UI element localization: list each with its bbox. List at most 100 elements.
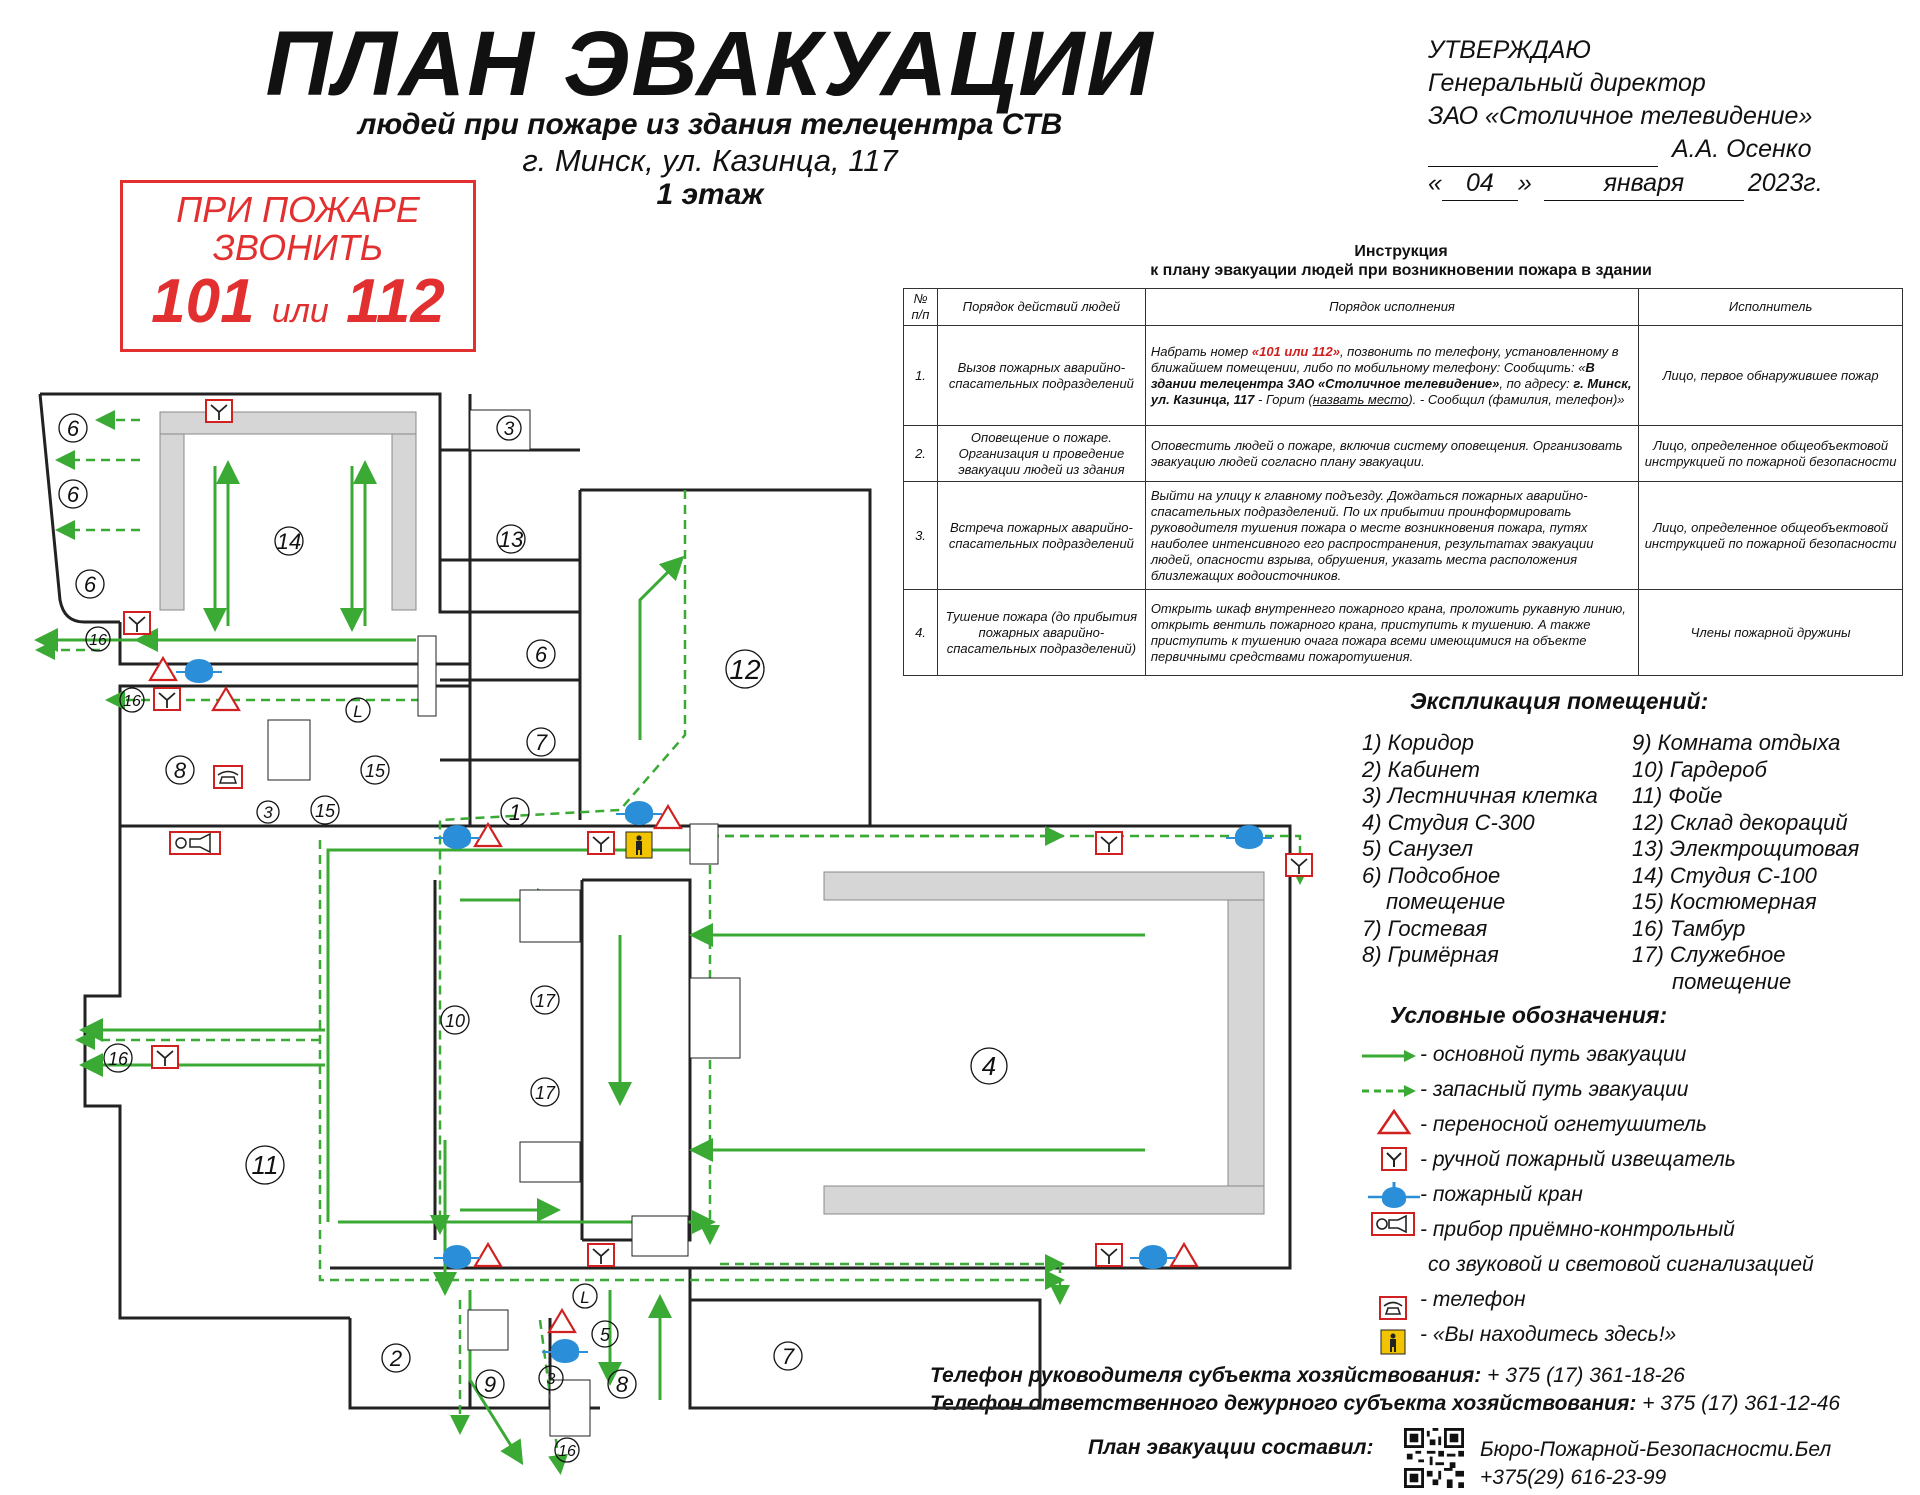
room-label: 10 <box>445 1011 465 1031</box>
room-labels: 6 6 6 14 3 13 16 6 12 16 7 8 15 3 15 1 1… <box>58 413 1008 1463</box>
exec-text: , по адресу: <box>1499 375 1574 391</box>
approval-block: УТВЕРЖДАЮ Генеральный директор ЗАО «Стол… <box>1428 34 1868 201</box>
table-header: Порядок исполнения <box>1144 288 1640 326</box>
control-panel-plan-icon <box>169 831 221 855</box>
fire-alarm-marks <box>128 404 1308 1264</box>
exec-text: , позвонить по телефону, установленному … <box>1150 343 1619 375</box>
list-item: 6) Подсобное <box>1362 862 1501 888</box>
room-label: 16 <box>108 1049 129 1069</box>
date-year: 2023г. <box>1747 169 1823 197</box>
room-label: 8 <box>616 1372 629 1397</box>
legend-list: - основной путь эвакуации - запасный пут… <box>1420 1042 1814 1357</box>
fire-number-101: 101 <box>151 267 255 336</box>
approval-line2: Генеральный директор <box>1428 69 1706 97</box>
room-label: 17 <box>535 991 556 1011</box>
table-row: 1. Вызов пожарных аварийно-спасательных … <box>903 325 1903 426</box>
list-item: 1) Коридор <box>1362 730 1474 755</box>
instruction-title-line1: Инструкция <box>1354 243 1448 260</box>
exec-text: Набрать номер <box>1150 343 1252 359</box>
date-quote-open: « <box>1428 169 1442 197</box>
list-item: 10) Гардероб <box>1632 756 1767 782</box>
main-route-icon <box>1362 1050 1416 1062</box>
legend-spare-route: - запасный путь эвакуации <box>1420 1078 1689 1101</box>
room-label: 2 <box>389 1346 402 1371</box>
plan-floor: 1 этаж <box>656 178 764 211</box>
legend-main-route: - основной путь эвакуации <box>1420 1043 1687 1066</box>
legend-telephone: - телефон <box>1420 1288 1526 1311</box>
date-month: января <box>1543 167 1744 201</box>
exec-building: В здании телецентра ЗАО «Столичное телев… <box>1150 359 1595 391</box>
legend-extinguisher: - переносной огнетушитель <box>1420 1113 1707 1136</box>
room-label: L <box>353 702 362 721</box>
signature-blank <box>1428 133 1658 167</box>
legend-title: Условные обозначения: <box>1390 1002 1668 1028</box>
fire-notice-line1: ПРИ ПОЖАРЕ <box>176 189 420 230</box>
row-performer: Лицо, определенное общеобъектовой инстру… <box>1638 481 1903 590</box>
extinguisher-icons <box>148 655 1199 1334</box>
list-item: помещение <box>1386 889 1506 914</box>
explication-title: Экспликация помещений: <box>1410 688 1709 714</box>
fire-hydrant-icons <box>176 659 1272 1363</box>
bureau-phone: +375(29) 616-23-99 <box>1480 1466 1667 1489</box>
instruction-title-line2: к плану эвакуации людей при возникновени… <box>1150 262 1652 279</box>
fire-or: или <box>271 292 329 330</box>
exec-emergency-number: «101 или 112» <box>1251 343 1340 359</box>
legend-hydrant: - пожарный кран <box>1420 1183 1583 1206</box>
room-label: 13 <box>499 527 524 552</box>
list-item: помещение <box>1672 968 1792 994</box>
room-label: 6 <box>535 642 548 667</box>
room-label: 7 <box>535 730 548 755</box>
row-action: Вызов пожарных аварийно-спасательных под… <box>936 325 1146 426</box>
row-performer: Лицо, первое обнаружившее пожар <box>1638 325 1903 426</box>
room-label: 8 <box>174 758 187 783</box>
head-phone-number: + 375 (17) 361-18-26 <box>1481 1364 1685 1387</box>
room-label: 6 <box>84 572 97 597</box>
exec-text: - Горит ( <box>1254 391 1313 407</box>
list-item: 11) Фойе <box>1632 783 1723 808</box>
room-label: 6 <box>67 482 80 507</box>
row-action: Оповещение о пожаре. Организация и прове… <box>936 425 1146 482</box>
row-action: Встреча пожарных аварийно-спасательных п… <box>936 481 1146 590</box>
list-item: 14) Студия С-100 <box>1632 862 1817 888</box>
fire-hydrant-icon <box>1368 1182 1420 1208</box>
fire-numbers: 101 или 112 <box>123 267 473 346</box>
room-label: L <box>580 1288 589 1307</box>
legend-alarm: - ручной пожарный извещатель <box>1420 1148 1736 1171</box>
list-item: 5) Санузел <box>1362 836 1474 861</box>
control-panel-icon <box>1371 1212 1415 1236</box>
legend-panel: - прибор приёмно-контрольный <box>1420 1218 1735 1241</box>
table-row: 3. Встреча пожарных аварийно-спасательны… <box>903 481 1903 590</box>
you-are-here-icon <box>1380 1329 1406 1355</box>
plan-subtitle: людей при пожаре из здания телецентра СТ… <box>357 108 1063 141</box>
room-label: 1 <box>509 800 521 825</box>
table-header: Порядок действий людей <box>936 288 1146 326</box>
row-execution: Выйти на улицу к главному подъезду. Дожд… <box>1144 481 1640 590</box>
duty-phone-label: Телефон ответственного дежурного субъект… <box>930 1392 1637 1415</box>
fire-notice-line2: ЗВОНИТЬ <box>212 227 384 268</box>
bureau-name: Бюро-Пожарной-Безопасности.Бел <box>1480 1438 1832 1461</box>
row-number: 4. <box>903 589 938 676</box>
row-execution: Оповестить людей о пожаре, включив систе… <box>1144 425 1640 482</box>
duty-phone-line: Телефон ответственного дежурного субъект… <box>930 1390 1840 1418</box>
room-label: 6 <box>67 416 80 441</box>
row-performer: Члены пожарной дружины <box>1638 589 1903 676</box>
date-day: 04 <box>1441 167 1518 201</box>
exec-text: ). - Сообщил (фамилия, телефон)» <box>1408 391 1625 407</box>
table-row: 4. Тушение пожара (до прибытия пожарных … <box>903 589 1903 676</box>
list-item: 3) Лестничная клетка <box>1362 783 1598 808</box>
approval-name: А.А. Осенко <box>1672 135 1812 163</box>
extinguisher-icon <box>1376 1108 1412 1135</box>
list-item: 9) Комната отдыха <box>1632 730 1841 755</box>
you-are-here-plan-icon <box>625 831 653 859</box>
spare-route-icon <box>1362 1085 1416 1097</box>
head-phone-label: Телефон руководителя субъекта хозяйствов… <box>930 1364 1482 1387</box>
row-execution: Набрать номер «101 или 112», позвонить п… <box>1144 325 1640 426</box>
room-label: 15 <box>315 801 336 821</box>
room-label: 4 <box>982 1051 996 1081</box>
room-label: 3 <box>263 803 273 822</box>
room-label: 3 <box>547 1371 556 1388</box>
qr-code-icon <box>1404 1428 1464 1488</box>
date-quote-close: » <box>1517 169 1532 197</box>
approval-date: « 04 » января 2023г. <box>1428 167 1868 201</box>
fire-number-112: 112 <box>346 267 445 336</box>
